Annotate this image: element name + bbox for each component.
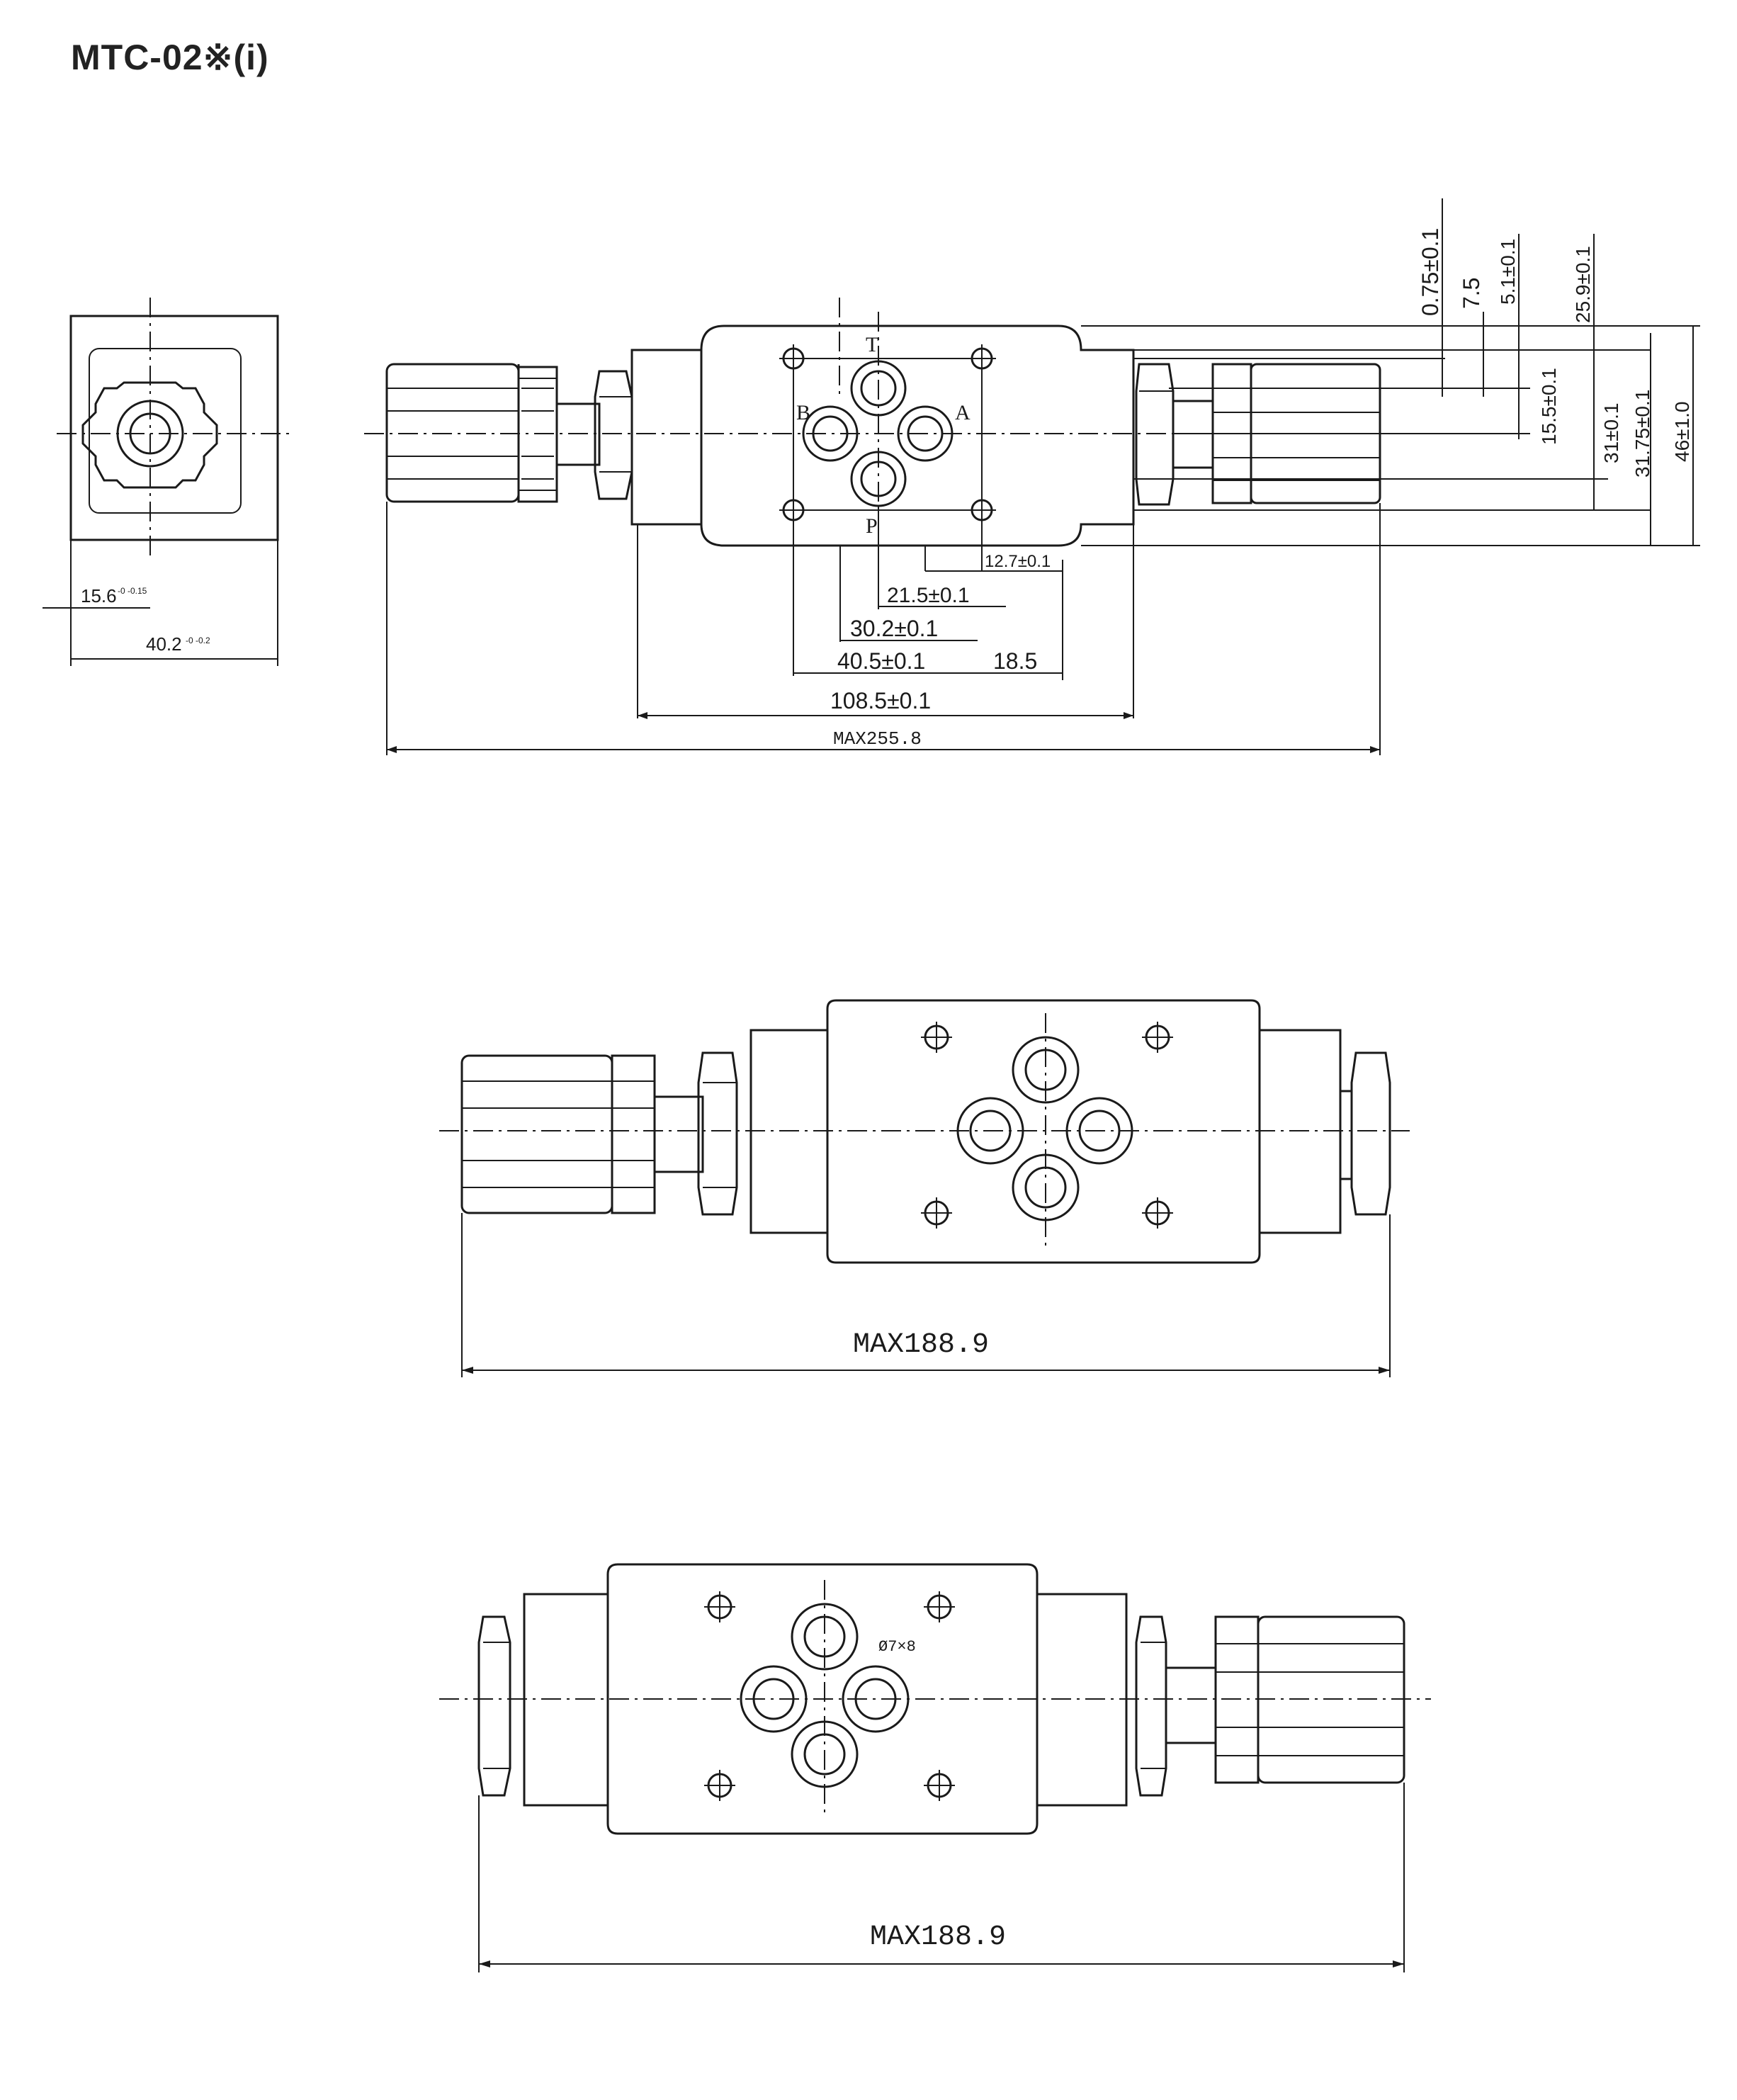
- dim-40-2: 40.2: [146, 633, 182, 655]
- dim-31: 31±0.1: [1600, 403, 1622, 463]
- dim-108-5: 108.5±0.1: [830, 688, 931, 713]
- dim-15-6: 15.6: [81, 585, 117, 606]
- dim-7-5: 7.5: [1459, 278, 1484, 309]
- port-label-t: T: [866, 333, 878, 356]
- dim-15-5: 15.5±0.1: [1538, 368, 1560, 445]
- dim-31-75: 31.75±0.1: [1631, 390, 1653, 478]
- dim-0-75: 0.75±0.1: [1418, 228, 1443, 316]
- port-label-p: P: [866, 514, 878, 538]
- dim-40-2-tol: -0 -0.2: [186, 636, 210, 645]
- dim-30-2: 30.2±0.1: [850, 616, 938, 641]
- knob-outline: [81, 381, 218, 489]
- top-view: T B A P 12.7±0.1 21.5±0.1 30.2±0.1 40.5±…: [364, 198, 1700, 755]
- end-view: 15.6 -0 -0.15 40.2 -0 -0.2: [43, 298, 290, 666]
- dim-40-5: 40.5±0.1: [837, 648, 925, 674]
- dim-25-9: 25.9±0.1: [1572, 246, 1594, 323]
- hole-note: Ø7×8: [878, 1638, 916, 1656]
- dim-15-6-tol: -0 -0.15: [118, 586, 147, 596]
- dim-max188-9-bottom: MAX188.9: [870, 1921, 1006, 1953]
- dim-5-1: 5.1±0.1: [1497, 239, 1519, 305]
- bottom-view: Ø7×8 MAX188.9: [439, 1563, 1431, 1972]
- port-label-a: A: [955, 401, 971, 424]
- dim-46: 46±1.0: [1671, 402, 1693, 462]
- dim-12-7: 12.7±0.1: [985, 552, 1051, 571]
- dim-max188-9-middle: MAX188.9: [853, 1329, 989, 1361]
- dim-21-5: 21.5±0.1: [887, 584, 970, 607]
- port-label-b: B: [796, 401, 810, 424]
- drawing-title: MTC-02※(i): [71, 38, 269, 77]
- dim-max255-8: MAX255.8: [833, 728, 922, 750]
- middle-view: MAX188.9: [439, 999, 1410, 1377]
- dim-18-5: 18.5: [993, 648, 1037, 674]
